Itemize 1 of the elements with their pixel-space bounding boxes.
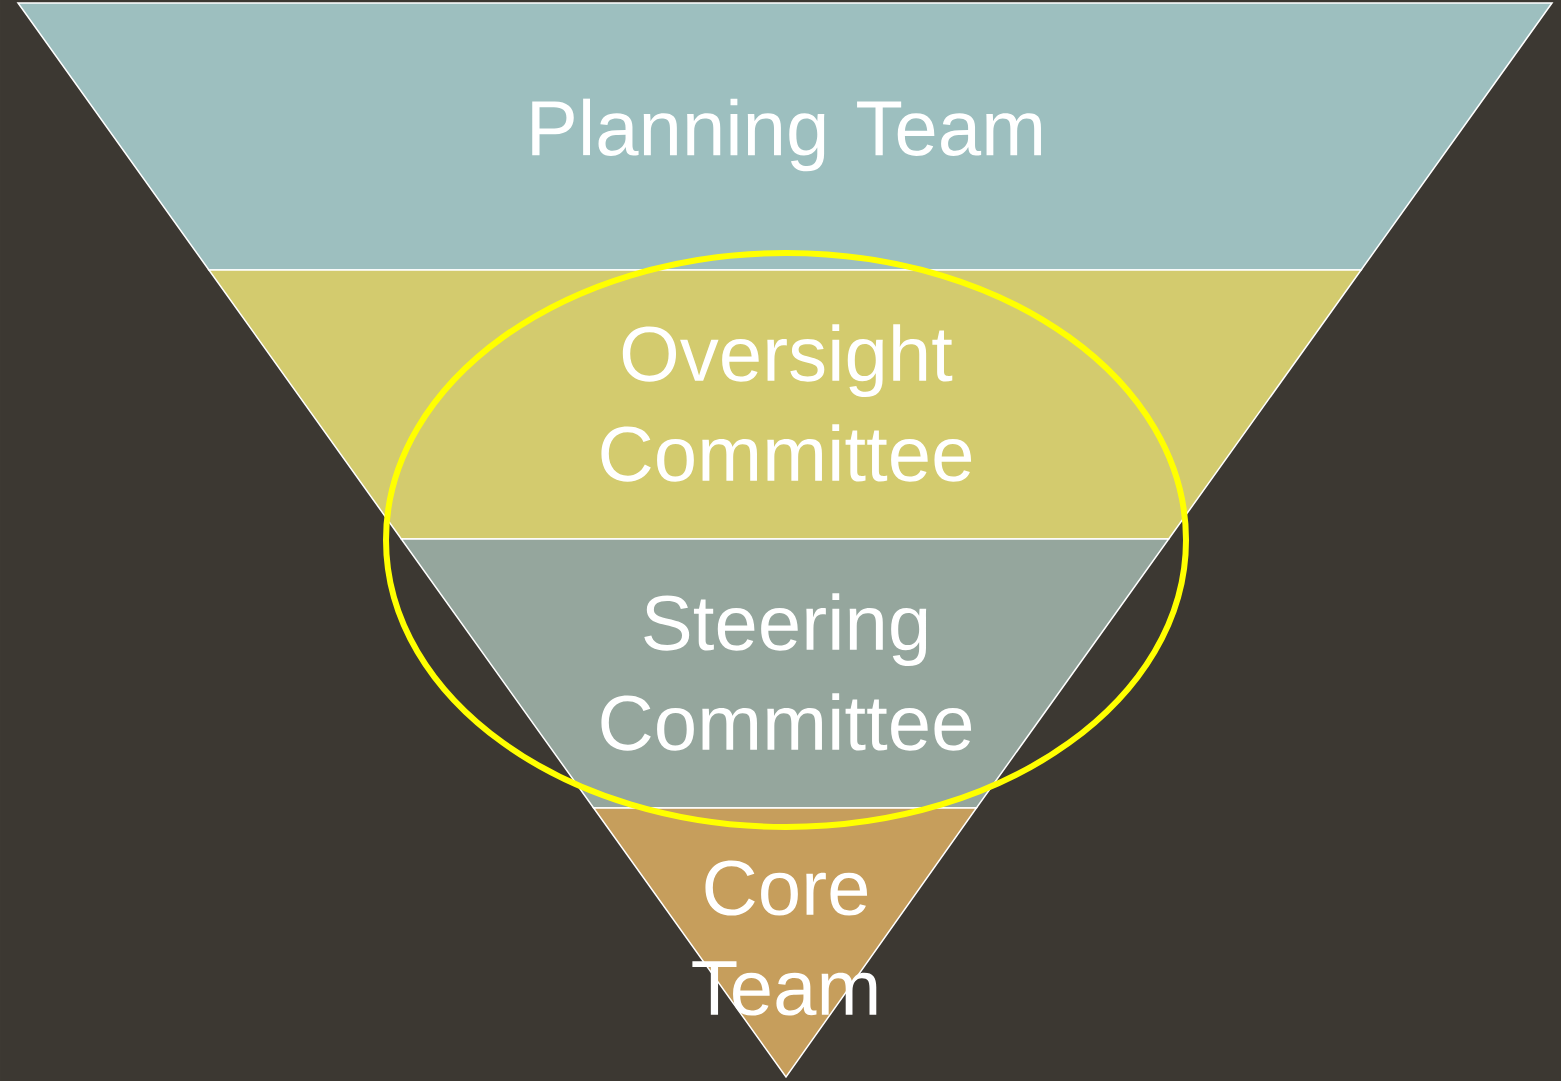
highlight-ellipse xyxy=(383,250,1189,830)
